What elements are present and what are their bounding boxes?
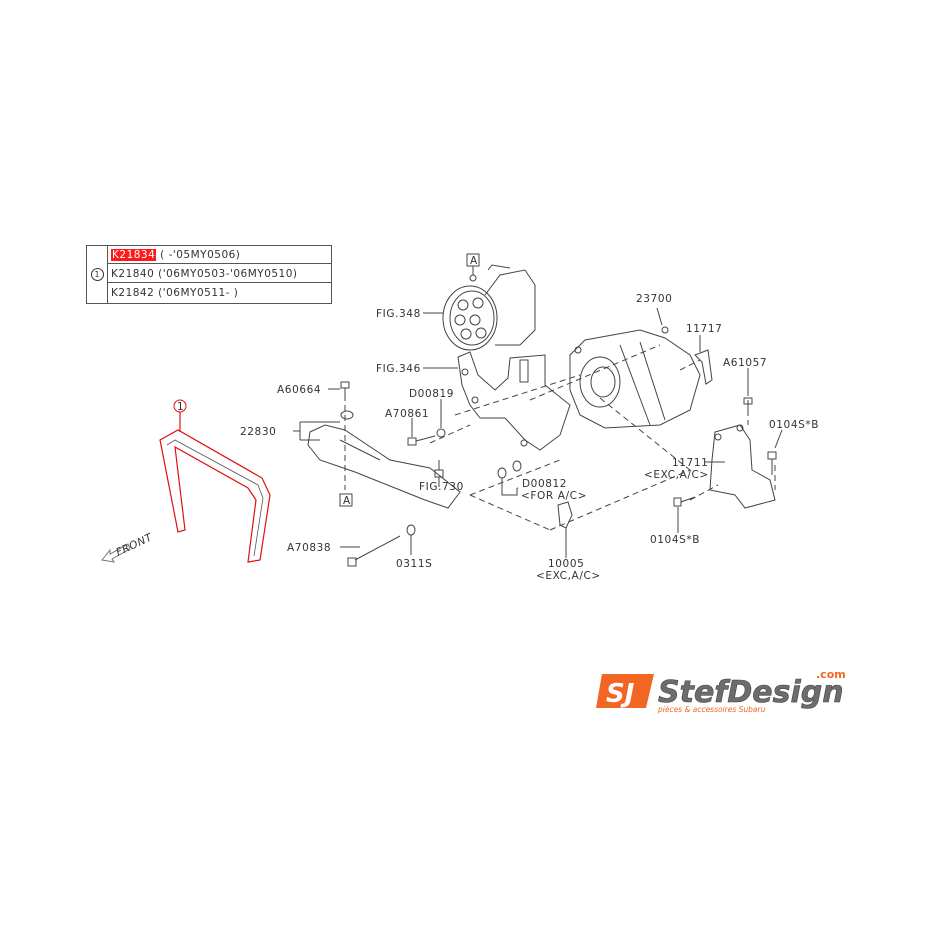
bracket-11711 xyxy=(709,424,776,509)
logo-tld: .com xyxy=(816,668,846,681)
front-direction-arrow xyxy=(101,543,131,563)
part-row[interactable]: K21840 ('06MY0503-'06MY0510) xyxy=(108,265,331,283)
pump-bracket xyxy=(457,351,571,451)
bolt-a61057 xyxy=(743,397,753,416)
ref-a-bottom-label: A xyxy=(343,495,351,507)
belt-ref-label: 1 xyxy=(177,401,184,413)
part-range: ('06MY0511- ) xyxy=(158,287,239,299)
callout-0311s: 0311S xyxy=(396,558,432,570)
bolt-a60664 xyxy=(340,381,350,396)
callout-10005-note: <EXC,A/C> xyxy=(536,570,601,582)
part-row[interactable]: K21842 ('06MY0511- ) xyxy=(108,284,331,302)
part-number-table: 1 K21834 ( -'05MY0506) K21840 ('06MY0503… xyxy=(86,245,332,304)
callout-a60664: A60664 xyxy=(277,384,321,396)
callout-23700: 23700 xyxy=(636,293,672,305)
callout-11711: 11711 xyxy=(672,457,708,469)
callout-d00812-note: <FOR A/C> xyxy=(521,490,587,502)
callout-fig730: FIG.730 xyxy=(419,481,464,493)
callout-a61057: A61057 xyxy=(723,357,767,369)
logo-name: StefDesign xyxy=(658,675,844,710)
bracket-11717 xyxy=(694,349,713,385)
ref-a-box-bottom xyxy=(339,493,353,507)
callout-0104sb-top: 0104S*B xyxy=(769,419,819,431)
callout-0104sb-bottom: 0104S*B xyxy=(650,534,700,546)
plate-10005 xyxy=(557,501,573,529)
logo-tagline: pièces & accessoires Subaru xyxy=(657,705,766,714)
stefdesign-logo[interactable]: SJ StefDesign .com pièces & accessoires … xyxy=(596,668,856,718)
callout-11711-note: <EXC,A/C> xyxy=(644,469,709,481)
washer-0311s xyxy=(406,524,416,536)
ref-number-cell: 1 xyxy=(87,246,108,303)
callout-d00819: D00819 xyxy=(409,388,454,400)
callout-fig348: FIG.348 xyxy=(376,308,421,320)
callout-22830: 22830 xyxy=(240,426,276,438)
part-number[interactable]: K21840 xyxy=(111,268,155,280)
bolt-a70861 xyxy=(407,435,436,446)
part-range: ('06MY0503-'06MY0510) xyxy=(158,268,298,280)
leader-lines xyxy=(293,266,783,558)
part-row[interactable]: K21834 ( -'05MY0506) xyxy=(108,246,331,264)
bolt-0104sb-right xyxy=(767,451,777,475)
washer-22830 xyxy=(340,410,354,420)
callout-d00812: D00812 xyxy=(522,478,567,490)
callout-a70838: A70838 xyxy=(287,542,331,554)
part-number-highlighted[interactable]: K21834 xyxy=(111,249,157,261)
part-range: ( -'05MY0506) xyxy=(160,249,241,261)
drive-belt[interactable] xyxy=(159,399,271,563)
logo-mark-bg xyxy=(596,674,654,708)
washer-d00819 xyxy=(436,428,446,438)
front-label: FRONT xyxy=(114,531,155,559)
part-number[interactable]: K21842 xyxy=(111,287,155,299)
callout-11717: 11717 xyxy=(686,323,722,335)
ref-a-top-label: A xyxy=(470,255,478,267)
bolt-0104sb-left xyxy=(673,496,696,507)
alternator xyxy=(569,326,701,429)
power-steering-pump xyxy=(442,264,536,351)
ref-number-badge: 1 xyxy=(90,268,104,281)
bolt-a70838 xyxy=(347,535,401,567)
belt-cover-22830 xyxy=(307,424,461,509)
callout-fig346: FIG.346 xyxy=(376,363,421,375)
callout-a70861: A70861 xyxy=(385,408,429,420)
callout-10005: 10005 xyxy=(548,558,584,570)
logo-mark: SJ xyxy=(606,679,635,709)
